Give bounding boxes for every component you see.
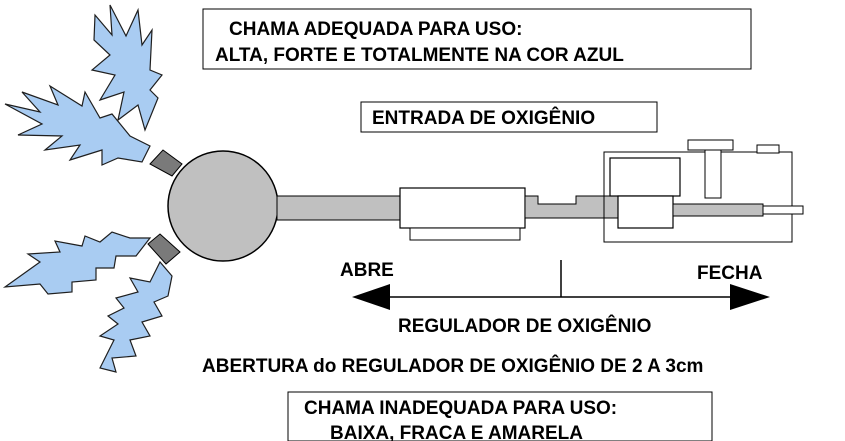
opens-label: ABRE — [340, 260, 394, 281]
flame-icon — [2, 231, 152, 295]
valve-knob — [756, 144, 780, 154]
gas-tube — [524, 195, 619, 219]
valve-outlet-tip — [762, 205, 804, 215]
arrow-left-icon — [352, 284, 390, 310]
oxygen-inlet-frame — [360, 101, 658, 133]
bottom-info-box: CHAMA INADEQUADA PARA USO: BAIXA, FRACA … — [287, 391, 713, 441]
regulator-label: REGULADOR DE OXIGÊNIO — [398, 315, 651, 337]
valve-outlet-tube — [672, 203, 764, 217]
bottom-box-line1: CHAMA INADEQUADA PARA USO: — [304, 398, 617, 419]
valve-stem — [704, 149, 722, 199]
oxygen-inlet-box: ENTRADA DE OXIGÊNIO — [360, 101, 658, 133]
arrow-right-icon — [730, 284, 770, 310]
flame-icon — [90, 4, 163, 132]
regulator-body — [399, 187, 526, 229]
top-box-line1: CHAMA ADEQUADA PARA USO: — [229, 19, 522, 40]
burner-tube — [276, 195, 402, 221]
opening-note: ABERTURA do REGULADOR DE OXIGÊNIO DE 2 A… — [202, 355, 703, 377]
flames — [2, 4, 173, 373]
oxygen-inlet-label: ENTRADA DE OXIGÊNIO — [372, 107, 595, 129]
flame-icon — [98, 260, 173, 373]
direction-indicator: ABRE FECHA REGULADOR DE OXIGÊNIO — [340, 260, 770, 337]
valve-block — [609, 157, 681, 197]
flame-icon — [4, 84, 151, 166]
top-info-box-frame — [202, 8, 752, 70]
valve-body — [617, 195, 674, 229]
upper-nozzle — [149, 149, 183, 177]
bottom-box-line2: BAIXA, FRACA E AMARELA — [330, 423, 583, 441]
burner-assembly — [147, 139, 804, 265]
closes-label: FECHA — [697, 263, 763, 284]
top-info-box: CHAMA ADEQUADA PARA USO: ALTA, FORTE E T… — [202, 8, 752, 70]
lower-nozzle — [147, 233, 181, 265]
burner-head — [167, 150, 279, 262]
regulator-base — [409, 227, 521, 241]
top-box-line2: ALTA, FORTE E TOTALMENTE NA COR AZUL — [215, 45, 624, 66]
valve-frame — [603, 151, 793, 243]
bottom-info-box-frame — [287, 391, 713, 441]
valve-stem-cap — [687, 139, 734, 151]
